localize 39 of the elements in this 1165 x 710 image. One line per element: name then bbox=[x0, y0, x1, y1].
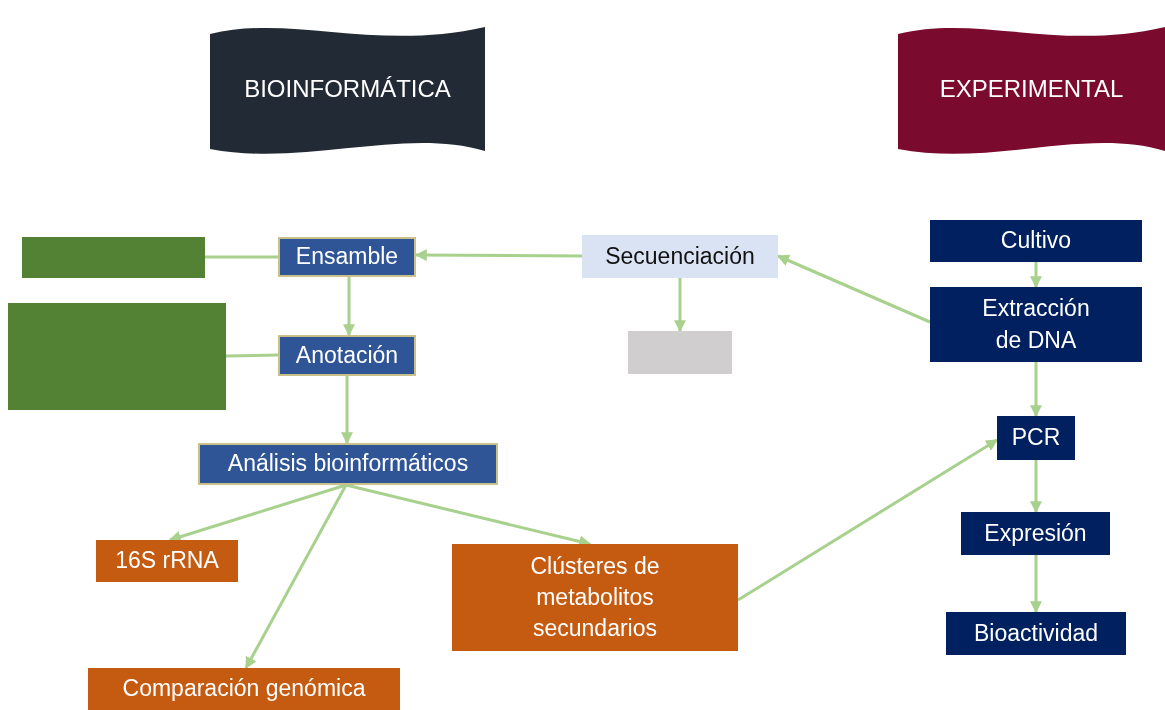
box-label: Clústeres de metabolitos secundarios bbox=[529, 551, 661, 643]
box-label: 16S rRNA bbox=[114, 546, 220, 576]
process-box bbox=[198, 443, 498, 485]
arrow bbox=[1030, 555, 1042, 614]
box-label: Extracción de DNA bbox=[981, 294, 1091, 355]
empty-box bbox=[22, 237, 205, 278]
arrow bbox=[674, 278, 686, 333]
box-label: Comparación genómica bbox=[121, 674, 367, 704]
banner-title: BIOINFORMÁTICA bbox=[243, 74, 452, 105]
box-label: Ensamble bbox=[294, 242, 400, 272]
box-label: Secuenciación bbox=[604, 241, 756, 271]
process-box bbox=[278, 335, 416, 376]
process-box bbox=[997, 416, 1075, 460]
process-box bbox=[961, 512, 1110, 555]
arrow bbox=[341, 376, 353, 445]
box-label: Expresión bbox=[983, 518, 1088, 548]
box-label: Bioactividad bbox=[973, 618, 1099, 648]
process-box bbox=[278, 237, 416, 277]
arrow bbox=[244, 484, 348, 670]
box-label: PCR bbox=[1010, 423, 1062, 453]
arrow bbox=[1030, 460, 1042, 514]
arrow bbox=[737, 438, 998, 602]
process-box bbox=[930, 287, 1142, 362]
arrow bbox=[1030, 262, 1042, 289]
box-label: Análisis bioinformáticos bbox=[226, 449, 470, 479]
process-box bbox=[946, 612, 1126, 655]
arrow bbox=[168, 483, 347, 543]
process-box bbox=[930, 220, 1142, 262]
arrow bbox=[343, 277, 355, 337]
box-label: Anotación bbox=[294, 340, 400, 370]
result-box bbox=[452, 544, 738, 651]
empty-box bbox=[8, 303, 226, 410]
banner-title: EXPERIMENTAL bbox=[938, 74, 1125, 105]
result-box bbox=[88, 668, 400, 710]
result-box bbox=[96, 540, 238, 582]
process-box bbox=[582, 235, 778, 278]
empty-box bbox=[628, 331, 732, 374]
arrow bbox=[1030, 362, 1042, 418]
box-label: Cultivo bbox=[999, 226, 1073, 256]
